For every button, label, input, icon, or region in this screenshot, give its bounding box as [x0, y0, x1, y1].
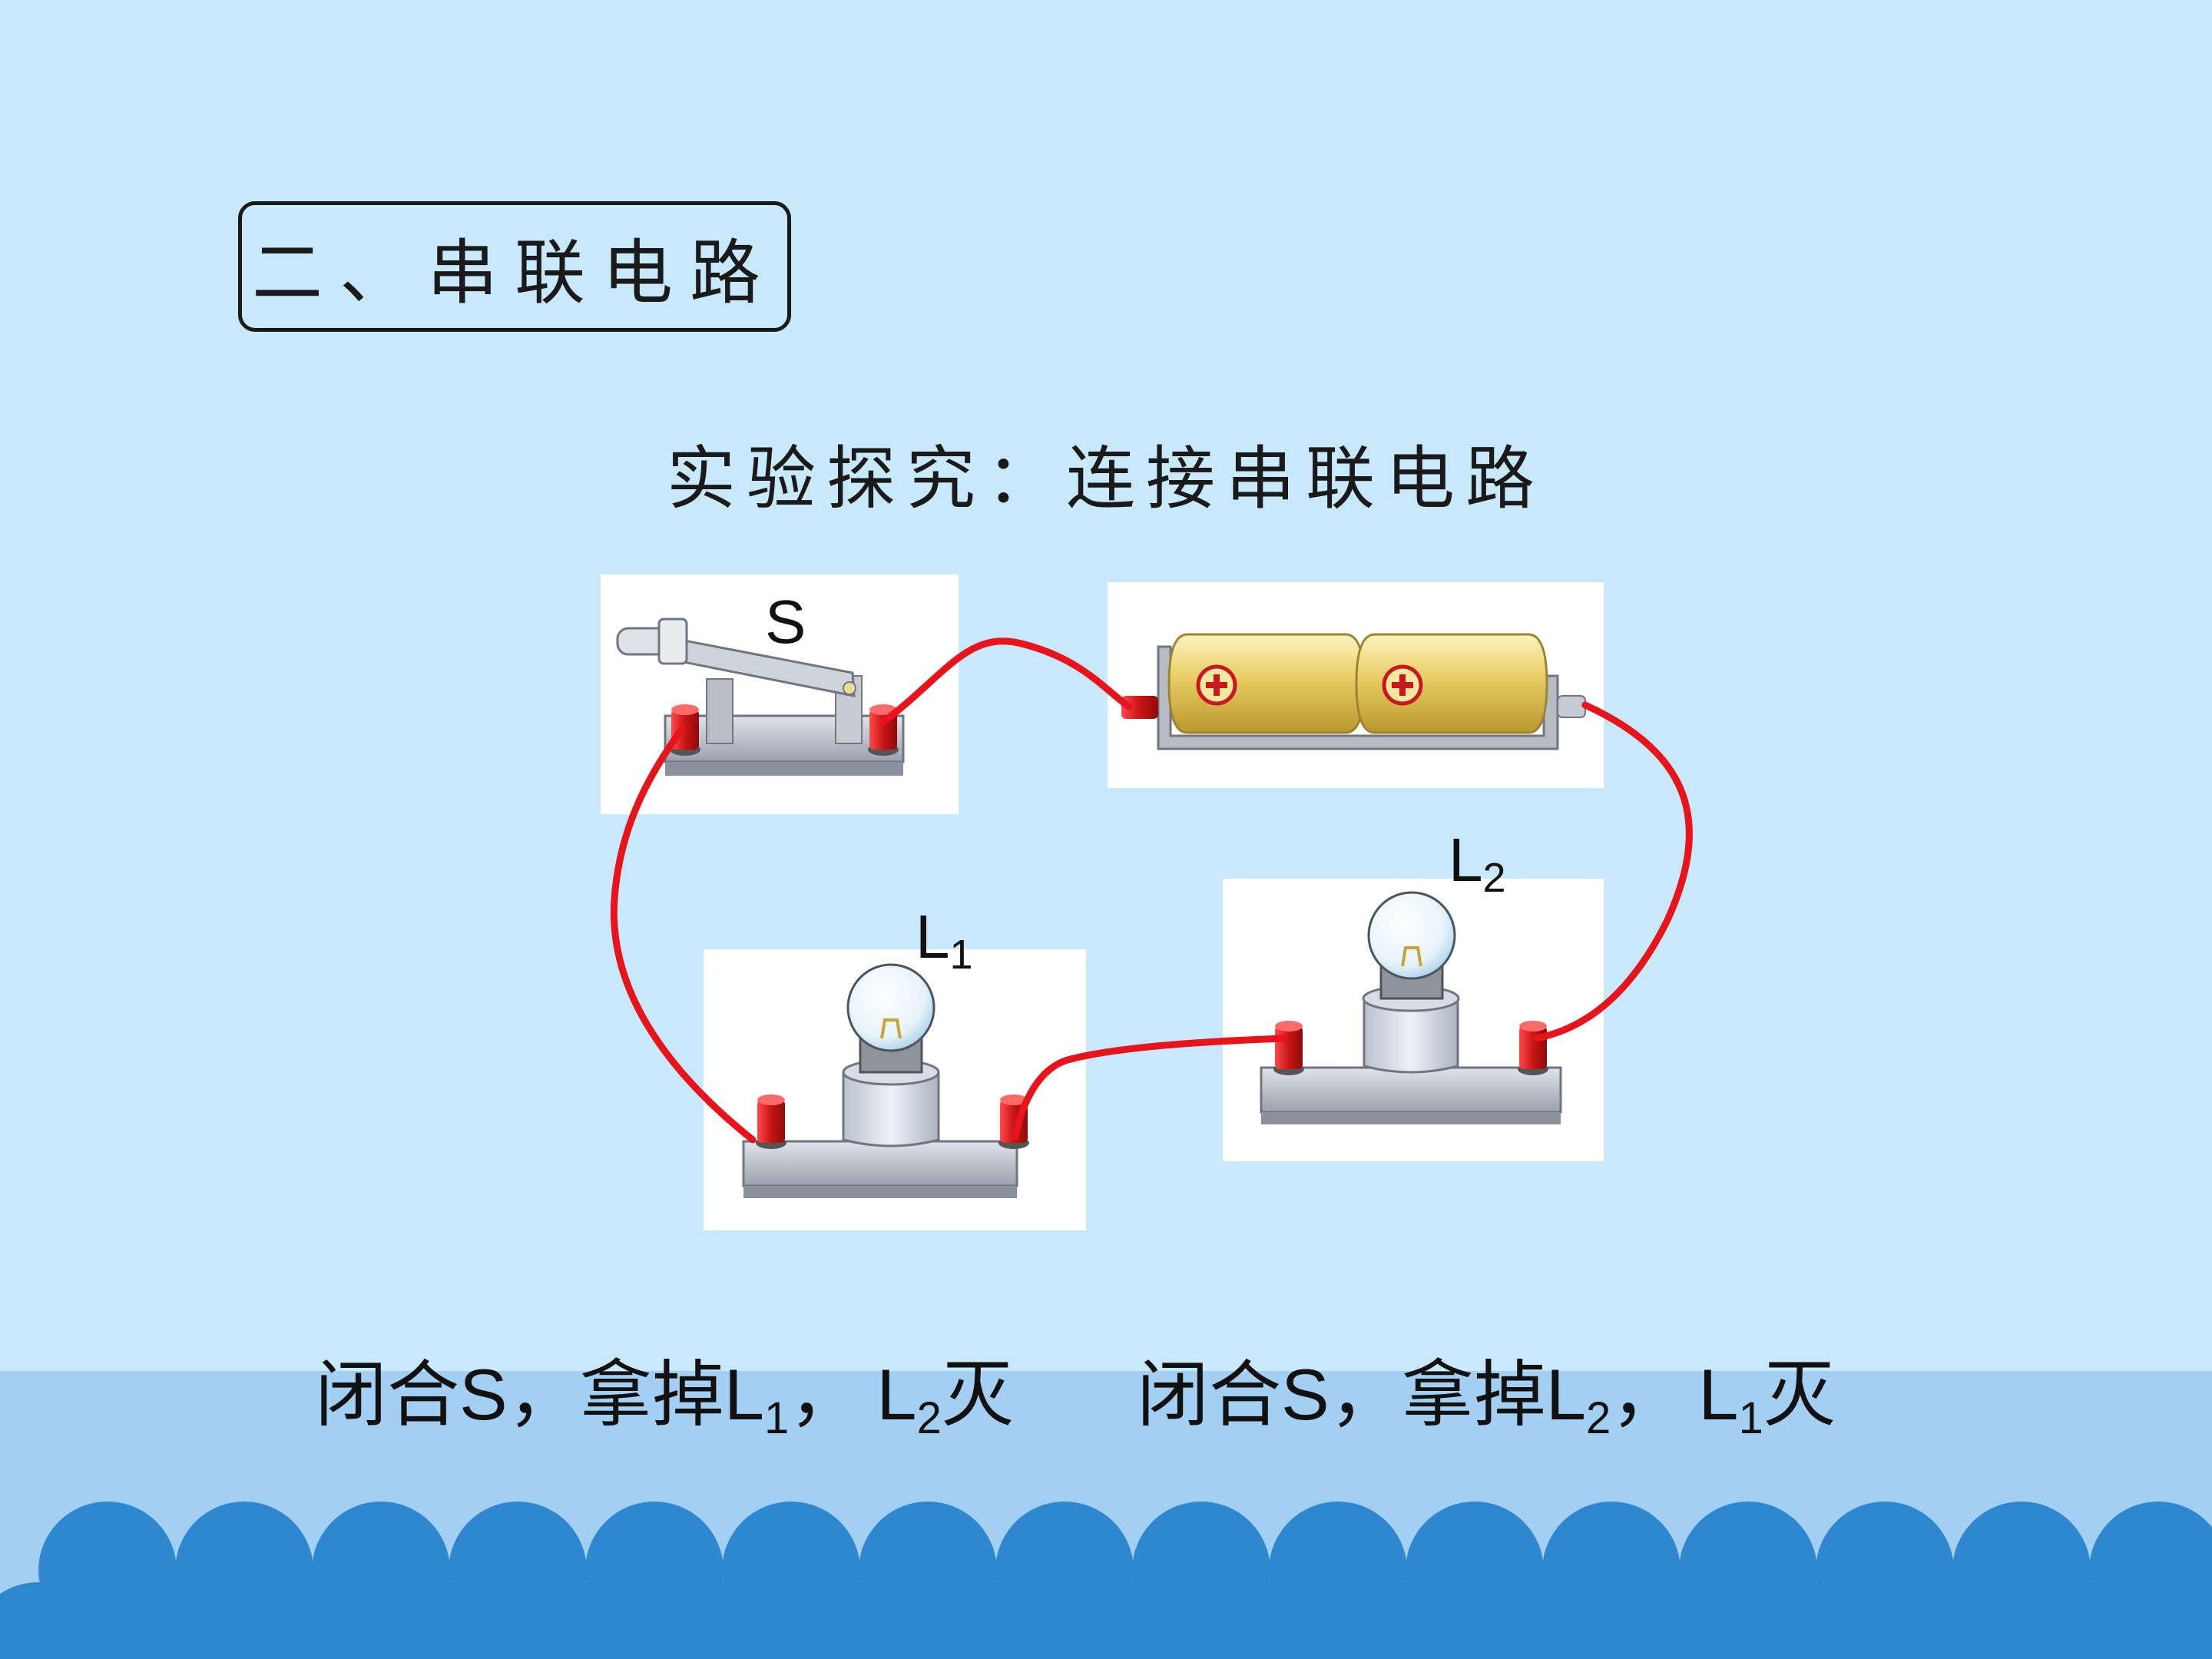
- wires: [610, 637, 1693, 1144]
- switch-base-side: [665, 762, 903, 776]
- battery-terminal-positive: [1557, 695, 1586, 718]
- battery-plus-2: [1382, 664, 1423, 706]
- switch-base: [664, 714, 905, 763]
- caption-right: 闭合S，拿掉L2，L1灭: [1137, 1353, 1836, 1443]
- switch-rivet: [843, 681, 856, 695]
- wire-switch-to-battery: [879, 637, 1133, 726]
- battery-plus-1: [1196, 664, 1237, 706]
- wire-lamp1-to-switch: [610, 724, 757, 1144]
- section-title: 二、串联电路: [251, 231, 777, 314]
- battery-holder: [1121, 633, 1586, 750]
- lamp2: [1260, 891, 1562, 1124]
- lamp2-socket: [1363, 997, 1459, 1074]
- wire-lamp2-to-lamp1: [1012, 1035, 1288, 1141]
- wave-base: [0, 1621, 2212, 1659]
- battery-terminal-negative: [1121, 696, 1158, 719]
- wire-battery-to-lamp2: [1532, 701, 1693, 1042]
- switch-clip: [706, 678, 733, 744]
- lamp1-base: [742, 1140, 1018, 1187]
- lamp2-bulb: [1367, 891, 1456, 980]
- caption-left: 闭合S，拿掉L1，L2灭: [315, 1353, 1014, 1443]
- experiment-subtitle: 实验探究：连接串联电路: [667, 439, 1545, 519]
- switch-label: S: [765, 588, 806, 656]
- lamp2-terminal-left: [1273, 1021, 1304, 1075]
- lamp2-base: [1260, 1066, 1562, 1114]
- knife-switch: [616, 618, 905, 776]
- lamp1-label: L1: [916, 902, 973, 978]
- lamp1-filament: [880, 1018, 902, 1039]
- lamp1-base-side: [743, 1186, 1017, 1198]
- battery-cell-2: [1355, 633, 1548, 734]
- lamp1-socket: [842, 1071, 940, 1147]
- lamp2-base-side: [1261, 1112, 1561, 1124]
- lamp1: [742, 963, 1029, 1198]
- switch-blade: [667, 636, 856, 697]
- section-title-box: 二、串联电路: [238, 201, 791, 332]
- lamp1-terminal-left: [756, 1094, 786, 1149]
- switch-terminal-left: [670, 704, 700, 756]
- lamp2-terminal-right: [1518, 1021, 1548, 1075]
- lamp2-filament: [1401, 946, 1422, 967]
- lamp2-label: L2: [1449, 826, 1506, 901]
- switch-handle-grip: [657, 618, 688, 665]
- lamp1-bulb: [846, 963, 935, 1052]
